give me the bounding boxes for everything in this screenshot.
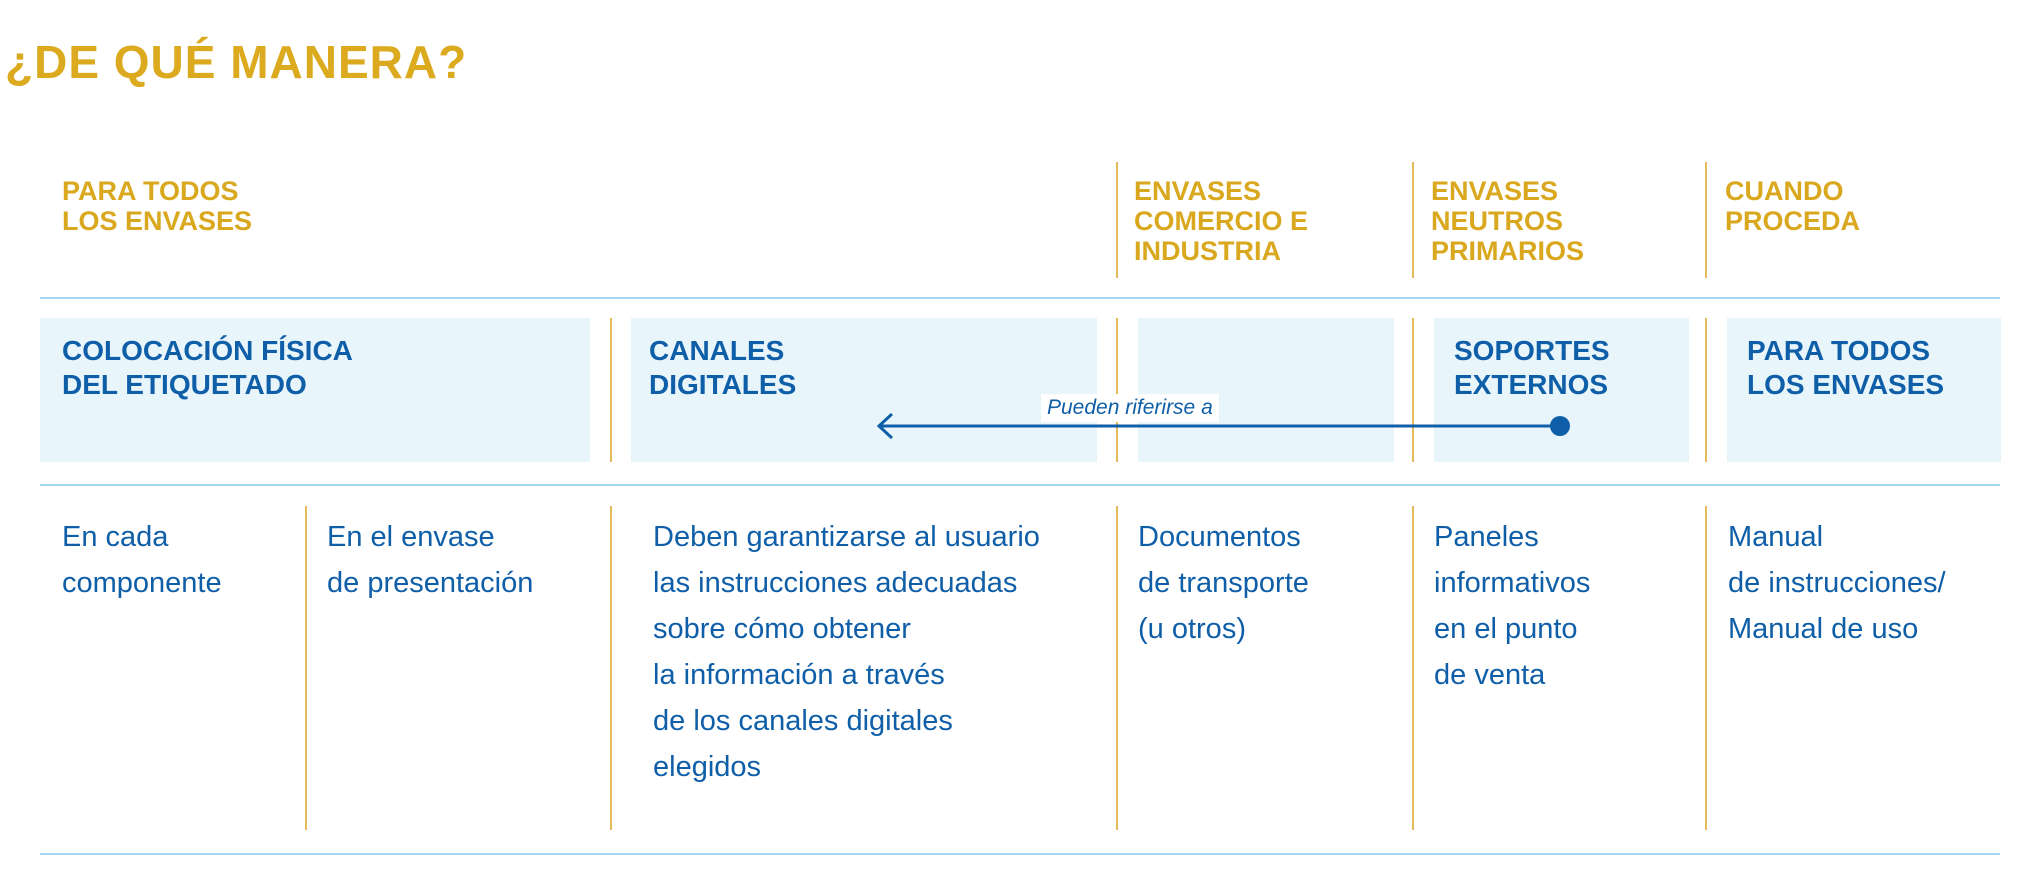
detail-digital-instructions: Deben garantizarse al usuario las instru… [653, 514, 1040, 790]
detail-line: componente [62, 567, 222, 599]
divider [1116, 318, 1118, 462]
page-title: ¿DE QUÉ MANERA? [5, 36, 468, 88]
divider [1116, 506, 1118, 830]
category-line: ENVASES [1431, 176, 1559, 206]
category-line: LOS ENVASES [62, 206, 253, 236]
category-neutral-primary: ENVASES NEUTROS PRIMARIOS [1431, 176, 1584, 266]
box-physical-labeling: COLOCACIÓN FÍSICA DEL ETIQUETADO [40, 318, 590, 462]
box-label-line: COLOCACIÓN FÍSICA [62, 335, 353, 366]
detail-line: en el punto [1434, 613, 1578, 645]
box-label: PARA TODOS LOS ENVASES [1747, 334, 1944, 402]
rule-bottom [40, 853, 2000, 855]
detail-line: (u otros) [1138, 613, 1246, 645]
detail-line: Manual [1728, 521, 1824, 553]
divider [1116, 162, 1118, 278]
detail-line: de transporte [1138, 567, 1309, 599]
category-line: INDUSTRIA [1134, 236, 1281, 266]
box-label-line: SOPORTES [1454, 335, 1610, 366]
category-when-applicable: CUANDO PROCEDA [1725, 176, 1860, 236]
divider [1412, 318, 1414, 462]
detail-transport-documents: Documentos de transporte (u otros) [1138, 514, 1309, 652]
detail-line: las instrucciones adecuadas [653, 567, 1018, 599]
detail-line: Manual de uso [1728, 613, 1919, 645]
detail-each-component: En cada componente [62, 514, 222, 606]
detail-info-panels: Paneles informativos en el punto de vent… [1434, 514, 1590, 698]
box-all-packaging: PARA TODOS LOS ENVASES [1727, 318, 2001, 462]
divider [1412, 506, 1414, 830]
category-line: PROCEDA [1725, 206, 1861, 236]
detail-line: de los canales digitales [653, 705, 953, 737]
box-label-line: EXTERNOS [1454, 369, 1609, 400]
category-commerce-industry: ENVASES COMERCIO E INDUSTRIA [1134, 176, 1308, 266]
category-line: NEUTROS [1431, 206, 1564, 236]
box-label-line: CANALES [649, 335, 785, 366]
divider [1705, 506, 1707, 830]
rule-top [40, 297, 2000, 299]
box-label-line: DEL ETIQUETADO [62, 369, 307, 400]
box-label: SOPORTES EXTERNOS [1454, 334, 1610, 402]
divider [1412, 162, 1414, 278]
box-digital-channels: CANALES DIGITALES [631, 318, 1097, 462]
box-label: COLOCACIÓN FÍSICA DEL ETIQUETADO [62, 334, 353, 402]
box-label-line: DIGITALES [649, 369, 797, 400]
box-external-supports: SOPORTES EXTERNOS [1434, 318, 1689, 462]
detail-user-manual: Manual de instrucciones/ Manual de uso [1728, 514, 1946, 652]
category-line: COMERCIO E [1134, 206, 1309, 236]
arrow-label: Pueden riferirse a [1041, 394, 1219, 422]
category-line: ENVASES [1134, 176, 1262, 206]
detail-line: informativos [1434, 567, 1591, 599]
box-label: CANALES DIGITALES [649, 334, 796, 402]
divider [610, 318, 612, 462]
category-all-packaging: PARA TODOS LOS ENVASES [62, 176, 252, 236]
detail-line: de venta [1434, 659, 1546, 691]
category-line: PRIMARIOS [1431, 236, 1585, 266]
detail-line: En cada [62, 521, 169, 553]
detail-line: Documentos [1138, 521, 1301, 553]
detail-line: de instrucciones/ [1728, 567, 1946, 599]
arrow-origin-dot [1550, 416, 1570, 436]
detail-line: Deben garantizarse al usuario [653, 521, 1040, 553]
detail-line: En el envase [327, 521, 495, 553]
divider [305, 506, 307, 830]
detail-presentation-package: En el envase de presentación [327, 514, 533, 606]
detail-line: de presentación [327, 567, 534, 599]
box-commerce-industry [1138, 318, 1394, 462]
detail-line: Paneles [1434, 521, 1539, 553]
rule-middle [40, 484, 2000, 486]
divider [1705, 162, 1707, 278]
arrow-head [876, 412, 894, 440]
divider [1705, 318, 1707, 462]
category-line: PARA TODOS [62, 176, 239, 206]
box-label-line: LOS ENVASES [1747, 369, 1945, 400]
detail-line: la información a través [653, 659, 945, 691]
divider [610, 506, 612, 830]
detail-line: elegidos [653, 751, 762, 783]
box-label-line: PARA TODOS [1747, 335, 1931, 366]
category-line: CUANDO [1725, 176, 1844, 206]
detail-line: sobre cómo obtener [653, 613, 911, 645]
